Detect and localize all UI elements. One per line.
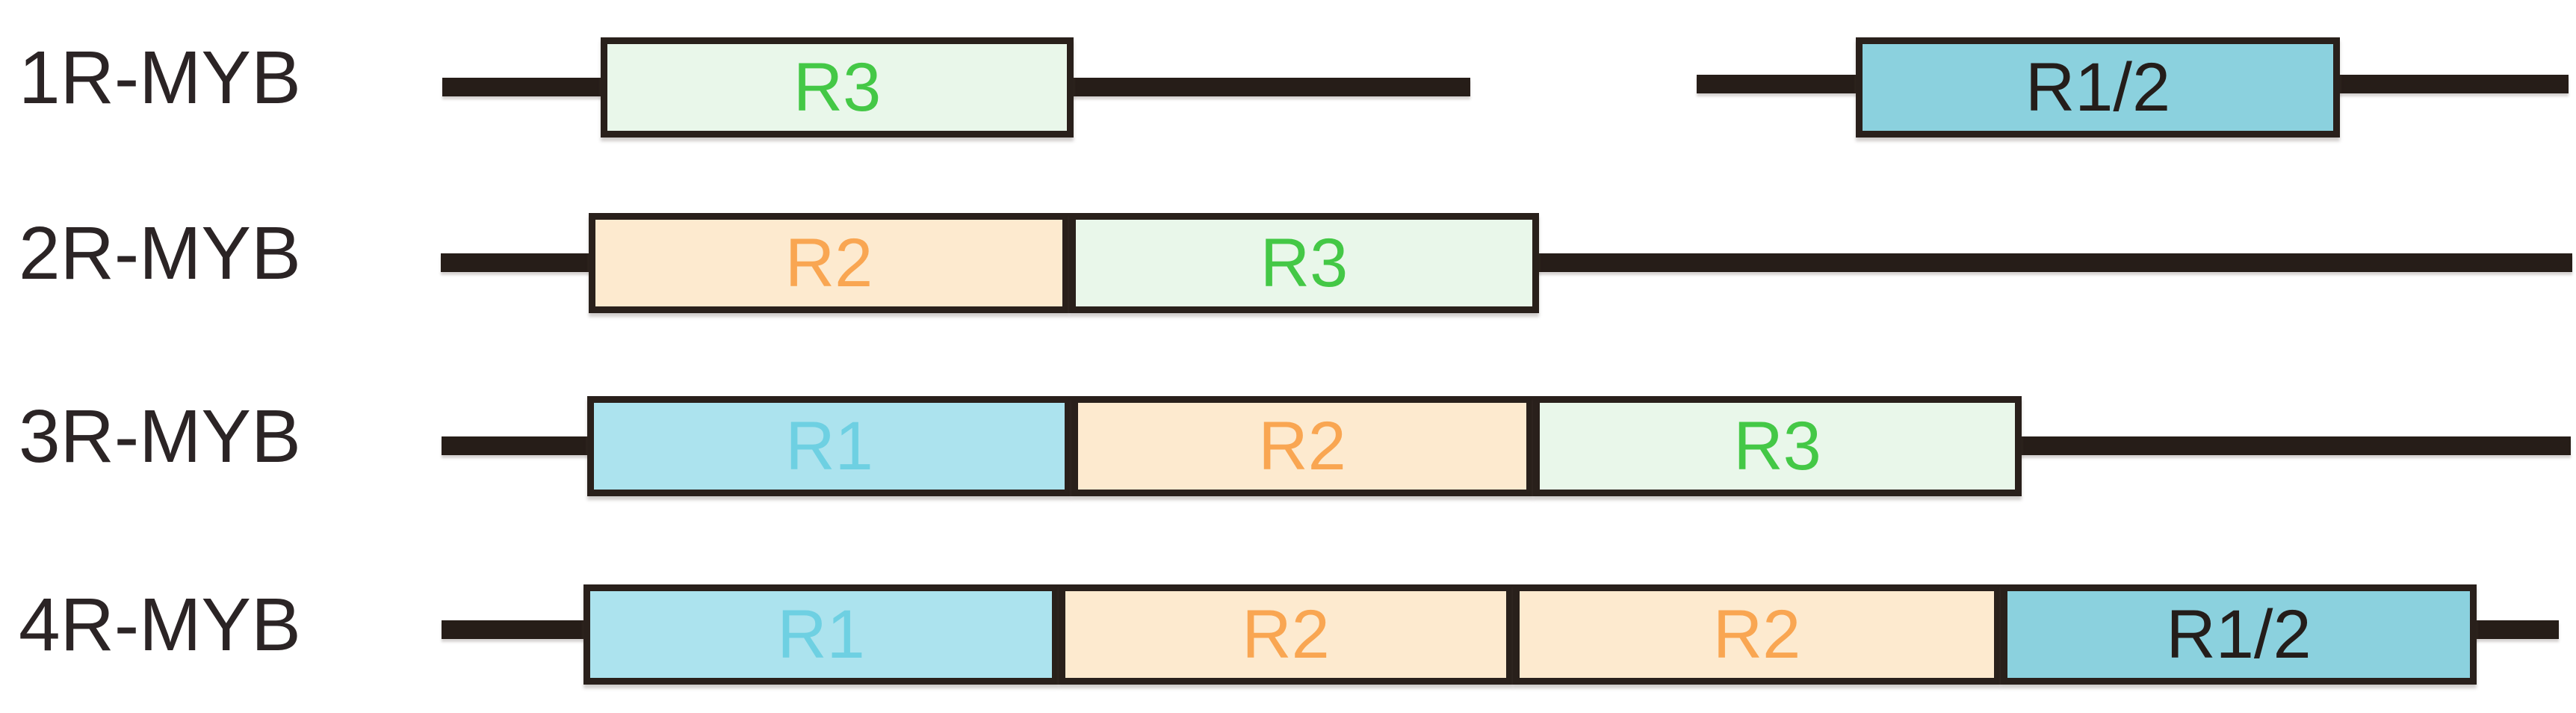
domain-label: R1 (777, 596, 865, 673)
domain-label: R3 (793, 49, 882, 126)
row-label-4r-myb: 4R-MYB (19, 582, 301, 667)
domain-label: R2 (1258, 408, 1346, 484)
domain-label: R2 (1242, 596, 1330, 673)
domain-label: R2 (784, 225, 873, 301)
row-label-2r-myb: 2R-MYB (19, 211, 301, 295)
domain-label: R2 (1712, 596, 1801, 673)
domain-box-r1: R1 (587, 396, 1071, 496)
domain-label: R1/2 (2166, 596, 2312, 673)
domain-box-r2: R2 (1059, 584, 1513, 685)
domain-label: R1 (785, 408, 873, 484)
domain-label: R1/2 (2025, 49, 2171, 126)
domain-label: R3 (1733, 408, 1821, 484)
domain-box-r3: R3 (1069, 213, 1539, 313)
domain-box-r1-2: R1/2 (2001, 584, 2477, 685)
row-label-1r-myb: 1R-MYB (19, 35, 301, 120)
domain-box-r1: R1 (583, 584, 1059, 685)
domain-box-r3: R3 (1533, 396, 2022, 496)
domain-box-r2: R2 (589, 213, 1069, 313)
domain-box-r3: R3 (601, 37, 1074, 138)
domain-box-r1-2: R1/2 (1856, 37, 2340, 138)
row-label-3r-myb: 3R-MYB (19, 394, 301, 478)
domain-box-r2: R2 (1071, 396, 1533, 496)
domain-box-r2-second: R2 (1513, 584, 2001, 685)
domain-label: R3 (1260, 225, 1349, 301)
